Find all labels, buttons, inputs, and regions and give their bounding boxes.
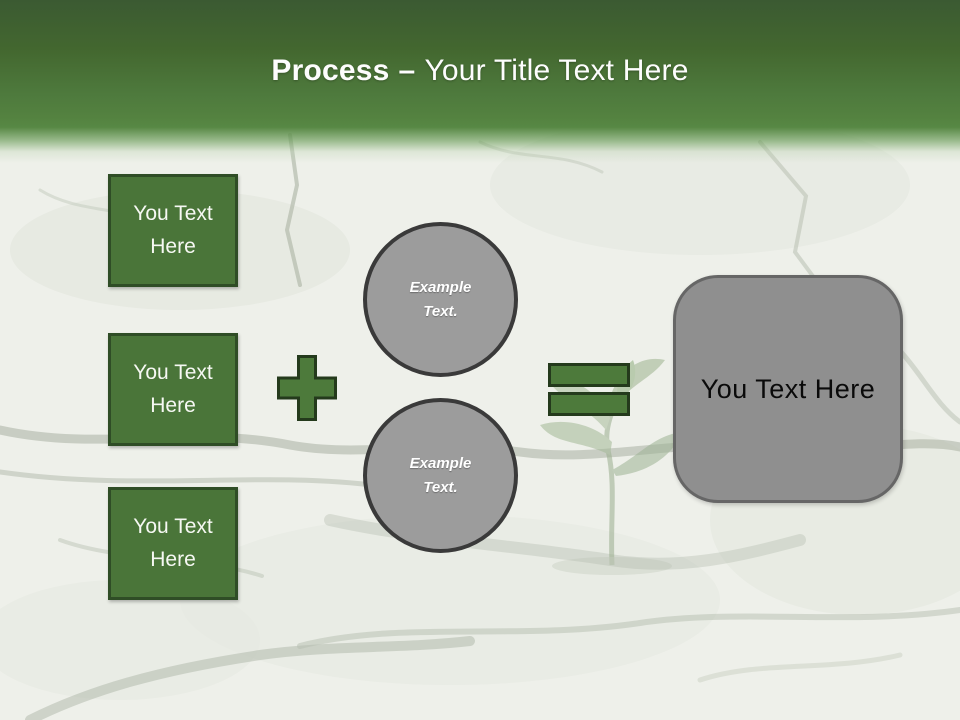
result-box-label: You Text Here [700,373,876,404]
input-box-2[interactable]: You Text Here [108,333,238,446]
page-title: Process–Your Title Text Here [0,54,960,88]
input-box-3[interactable]: You Text Here [108,487,238,600]
example-circle-2[interactable]: Example Text. [363,398,518,553]
result-box[interactable]: You Text Here [673,275,903,503]
equals-icon [548,363,630,416]
title-subtitle: Your Title Text Here [424,54,689,87]
input-box-2-label: You Text Here [133,360,213,417]
equals-bottom-bar [548,392,630,416]
plus-icon [277,355,337,421]
seedling-image [540,358,682,575]
header-banner [0,0,960,163]
input-box-1-label: You Text Here [133,201,213,258]
input-box-1[interactable]: You Text Here [108,174,238,287]
title-separator: – [398,54,416,87]
title-keyword: Process [271,54,390,87]
input-box-3-label: You Text Here [133,514,213,571]
example-circle-1-label: Example Text. [409,279,472,320]
equals-top-bar [548,363,630,387]
example-circle-2-label: Example Text. [409,455,472,496]
example-circle-1[interactable]: Example Text. [363,222,518,377]
